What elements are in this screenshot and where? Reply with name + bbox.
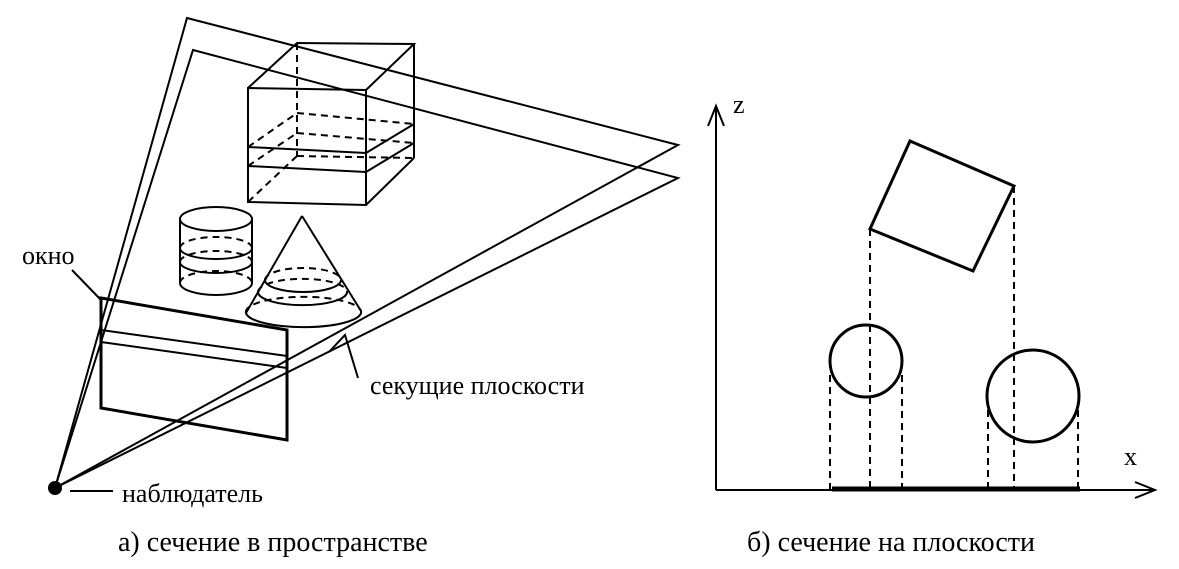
z-axis-label: z: [733, 90, 745, 119]
window-frame: [99, 296, 289, 442]
observer-point: [48, 481, 62, 495]
left-caption: а) сечение в пространстве: [118, 527, 428, 558]
small-circle-section: [828, 323, 904, 399]
window-label: окно: [22, 241, 75, 270]
observer-label: наблюдатель: [122, 479, 263, 508]
z-axis: [707, 103, 725, 490]
x-axis-label: x: [1124, 442, 1137, 471]
cone: [244, 215, 363, 329]
cutting-plane-lower: [54, 48, 681, 489]
planes-pointer: [328, 333, 359, 379]
space-section-figure: окно секущие плоскости наблюдатель а) се…: [22, 16, 681, 558]
plane-section-figure: z x б) сечение на плоскости: [707, 90, 1158, 558]
square-section: [867, 139, 1017, 273]
large-circle-section: [985, 348, 1081, 444]
right-caption: б) сечение на плоскости: [747, 527, 1035, 558]
cube: [247, 41, 417, 207]
cutting-planes-label: секущие плоскости: [370, 371, 585, 400]
cutting-plane-upper: [54, 16, 681, 489]
window-pointer: [71, 269, 102, 301]
cylinder: [179, 206, 253, 296]
